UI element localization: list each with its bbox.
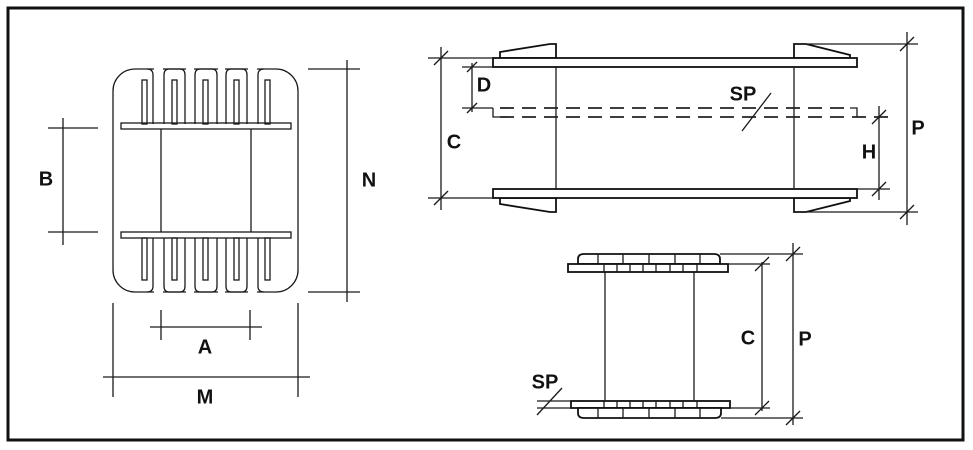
dimension-label-c: C [447,131,461,153]
stack-dimension-label-p: P [798,328,811,350]
stack-dimension-label-sp: SP [532,371,559,393]
stack-dimension-label-c: C [741,327,755,349]
dimension-label-m: M [197,386,214,408]
stack-view-laminations [567,253,731,419]
front-view-dimension-lines [48,60,360,397]
stack-view-dimension-lines [536,243,803,426]
front-view-bobbin [112,66,299,295]
dimension-label-b: B [39,168,53,190]
dimension-label-a: A [198,336,212,358]
dimension-label-d: D [477,74,491,96]
side-view-bobbin [492,43,890,213]
dimension-label-h: H [862,141,876,163]
frame-border [6,6,965,442]
dimension-label-n: N [362,169,376,191]
dimension-label-p: P [911,117,924,139]
dimension-label-sp: SP [730,83,757,105]
side-view-dimension-lines [428,32,918,225]
